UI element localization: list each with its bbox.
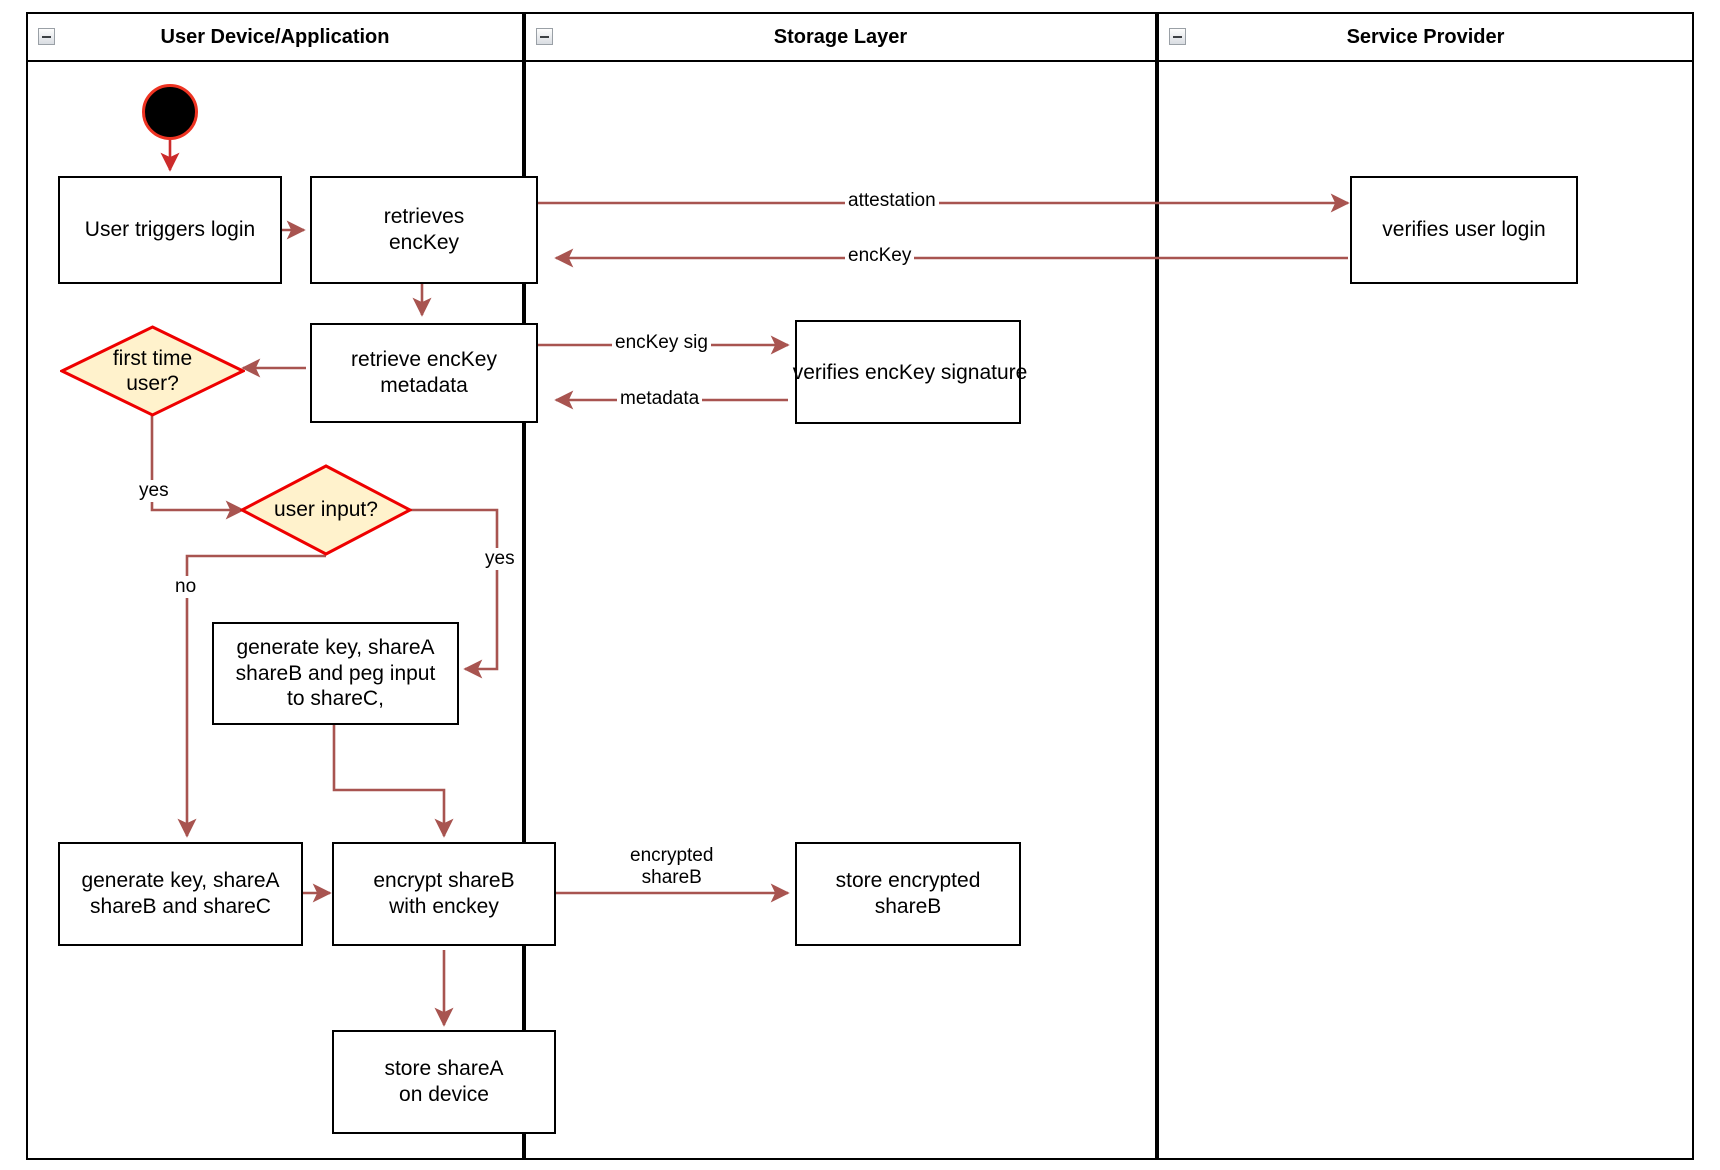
action-user-triggers-login[interactable]: User triggers login — [58, 176, 282, 284]
swimlane-header-user-device: User Device/Application — [28, 14, 522, 62]
action-label: generate key, shareA shareB and peg inpu… — [235, 636, 436, 711]
edge-label-enckey: encKey — [845, 245, 915, 267]
swimlane-header-storage-layer: Storage Layer — [526, 14, 1155, 62]
minus-icon[interactable] — [536, 28, 553, 45]
action-store-sharea[interactable]: store shareA on device — [332, 1030, 556, 1134]
swimlane-header-service-provider: Service Provider — [1159, 14, 1692, 62]
action-label: store encrypted shareB — [835, 869, 981, 918]
edge-label-yes-user-input: yes — [482, 548, 518, 570]
edge-label-yes-first-time: yes — [136, 480, 172, 502]
swimlane-title: Service Provider — [1346, 25, 1505, 48]
action-retrieve-enckey-metadata[interactable]: retrieve encKey metadata — [310, 323, 538, 423]
swimlane-title: Storage Layer — [773, 25, 908, 48]
action-store-encrypted-shareb[interactable]: store encrypted shareB — [795, 842, 1021, 946]
action-verifies-enckey-signature[interactable] — [795, 320, 1021, 424]
action-label: retrieves encKey — [383, 205, 465, 254]
minus-icon[interactable] — [38, 28, 55, 45]
edge-label-enckey-sig: encKey sig — [612, 332, 711, 354]
diamond-shape — [240, 464, 412, 556]
swimlane-title: User Device/Application — [160, 25, 390, 48]
action-label: retrieve encKey metadata — [351, 348, 497, 397]
action-generate-key-shares[interactable]: generate key, shareA shareB and shareC — [58, 842, 303, 946]
action-label: verifies user login — [1382, 218, 1546, 242]
edge-label-no-user-input: no — [172, 576, 200, 598]
action-label: encrypt shareB with enckey — [373, 869, 515, 918]
action-verifies-enckey-signature-label: verifies encKey signature — [792, 361, 1028, 384]
action-verifies-user-login[interactable]: verifies user login — [1350, 176, 1578, 284]
decision-user-input[interactable]: user input? — [240, 464, 412, 556]
swimlane-storage-layer[interactable]: Storage Layer — [524, 12, 1157, 1160]
action-retrieves-enckey[interactable]: retrieves encKey — [310, 176, 538, 284]
edge-label-attestation: attestation — [845, 190, 939, 212]
action-label: store shareA on device — [384, 1057, 504, 1106]
edge-label-metadata: metadata — [617, 388, 703, 410]
decision-label: first time user? — [112, 346, 193, 395]
diamond-shape — [60, 325, 245, 417]
action-generate-key-peg[interactable]: generate key, shareA shareB and peg inpu… — [212, 622, 459, 725]
edge-label-encrypted-shareb: encrypted shareB — [627, 845, 717, 889]
action-label: User triggers login — [84, 218, 256, 242]
start-node[interactable] — [142, 84, 198, 140]
decision-label: user input? — [274, 498, 378, 522]
action-label: generate key, shareA shareB and shareC — [81, 869, 280, 918]
decision-first-time-user[interactable]: first time user? — [60, 325, 245, 417]
action-encrypt-shareb[interactable]: encrypt shareB with enckey — [332, 842, 556, 946]
minus-icon[interactable] — [1169, 28, 1186, 45]
